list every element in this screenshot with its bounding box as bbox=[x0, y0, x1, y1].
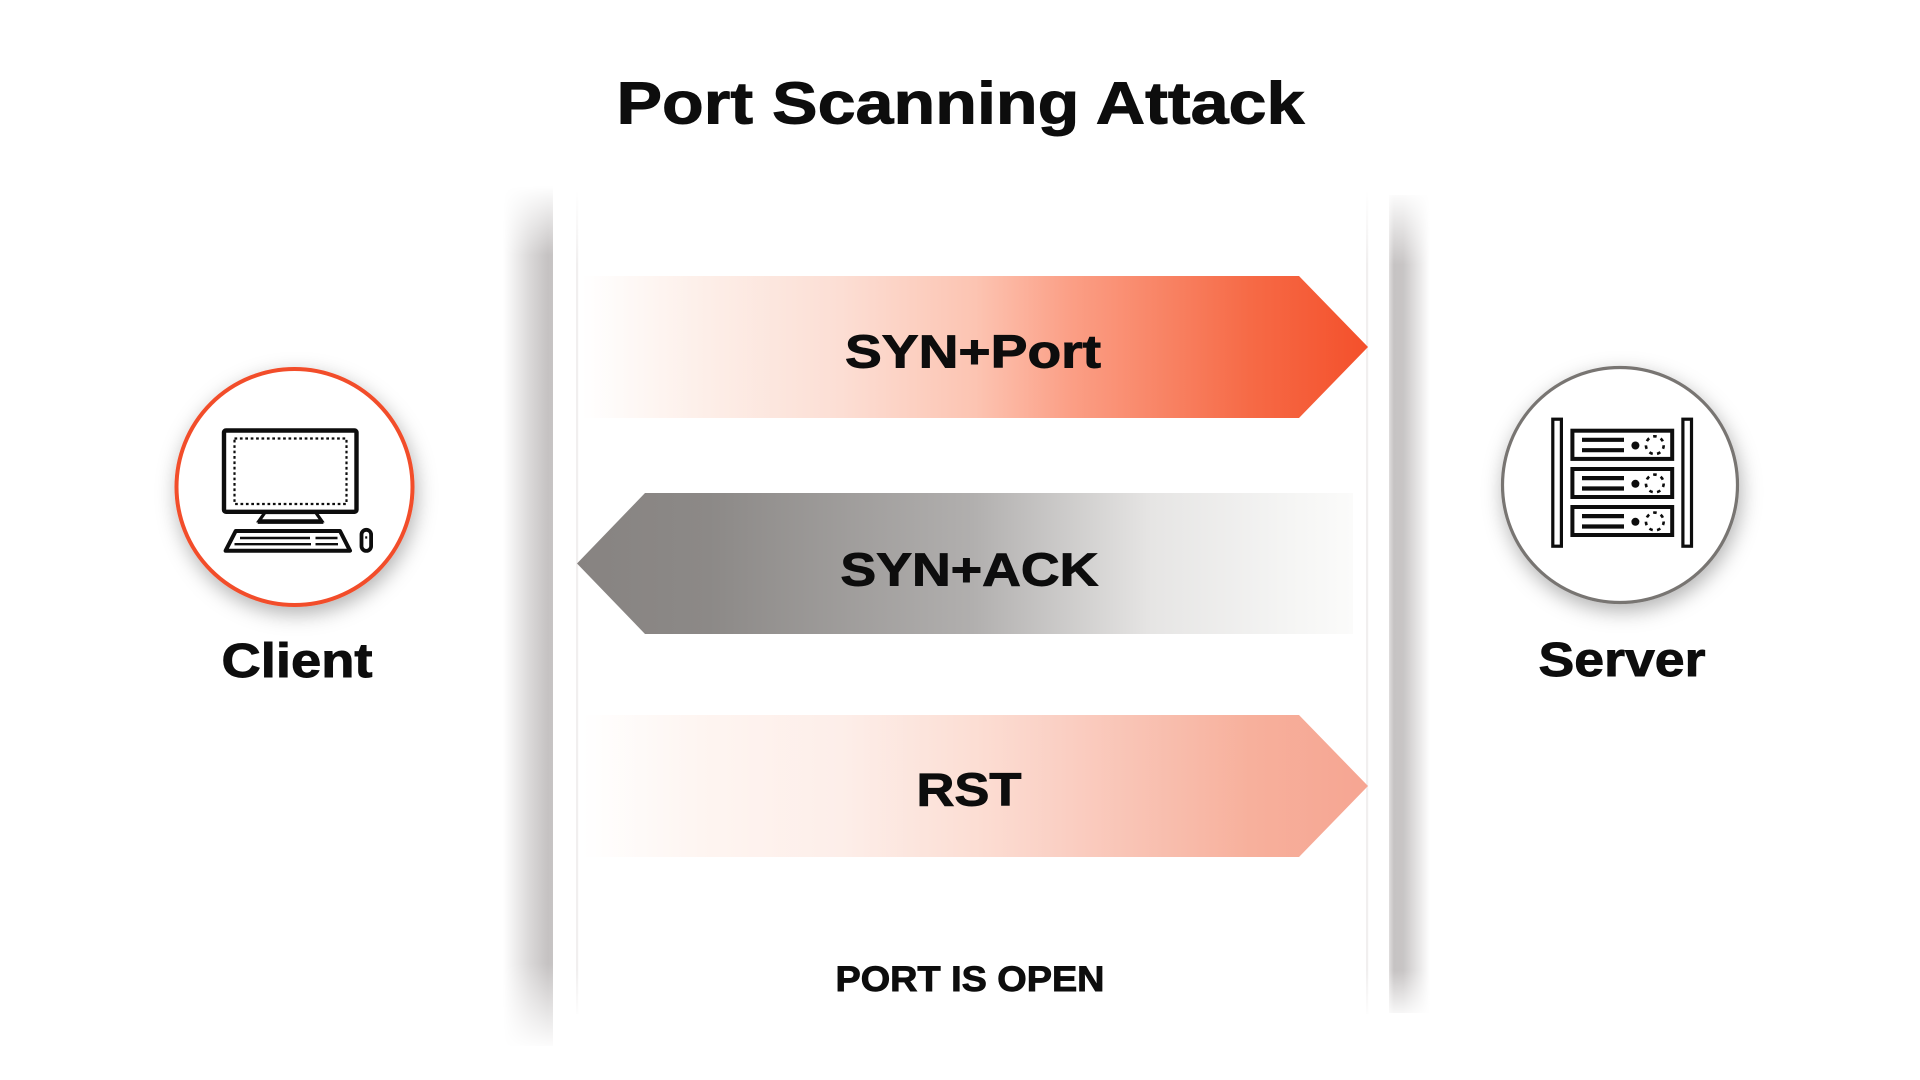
svg-text:SYN+Port: SYN+Port bbox=[845, 325, 1101, 377]
svg-text:Port Scanning Attack: Port Scanning Attack bbox=[617, 71, 1305, 137]
svg-text:Client: Client bbox=[222, 635, 373, 688]
svg-text:PORT IS OPEN: PORT IS OPEN bbox=[836, 959, 1105, 999]
svg-text:Server: Server bbox=[1539, 634, 1706, 687]
svg-text:SYN+ACK: SYN+ACK bbox=[840, 544, 1098, 596]
svg-text:RST: RST bbox=[917, 763, 1022, 815]
